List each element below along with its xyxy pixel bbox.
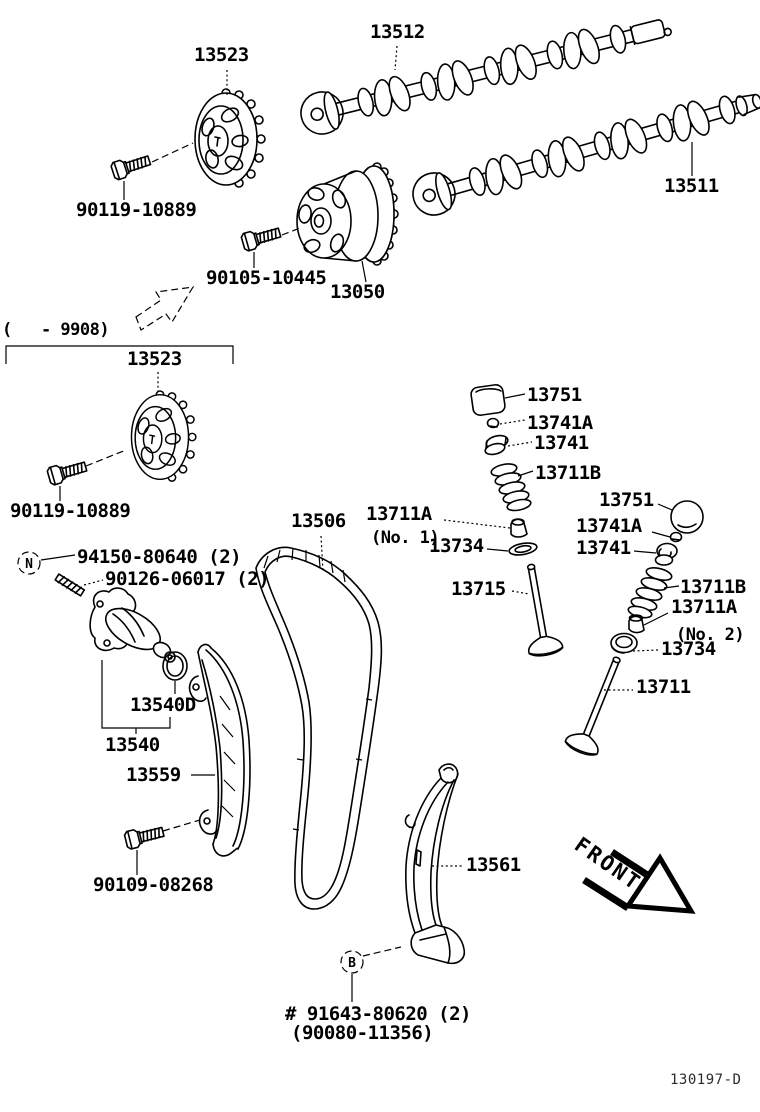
- part-label-13506: 13506: [291, 510, 346, 532]
- marker-n-letter: N: [25, 557, 33, 572]
- leader-13741-int: [507, 441, 533, 447]
- leader-13734-int: [486, 548, 509, 552]
- chain-guide-drawing: [188, 643, 251, 857]
- camshaft-no1-drawing: [407, 84, 760, 221]
- part-label-91643-80620: # 91643-80620 (2): [285, 1003, 471, 1025]
- part-label-13559: 13559: [126, 764, 181, 786]
- cam-sprocket-early-drawing: [130, 390, 197, 482]
- part-label-13751-int: 13751: [527, 384, 582, 406]
- leader-bolt-sprocket: [151, 142, 194, 163]
- leader-13711b-int: [517, 470, 534, 477]
- intake-valvetrain-drawing: [470, 384, 564, 657]
- leader-13715: [511, 590, 530, 595]
- stud-drawing: [54, 573, 86, 597]
- leader-13751-int: [504, 393, 526, 399]
- part-label-13540d: 13540D: [130, 694, 196, 716]
- part-label-13751-exh: 13751: [599, 489, 654, 511]
- part-label-13741a-int: 13741A: [527, 412, 593, 434]
- leader-13711b-exh: [663, 585, 680, 589]
- part-label-13561: 13561: [466, 854, 521, 876]
- early-bracket: [5, 345, 234, 364]
- chain-damper-drawing: [404, 763, 466, 965]
- note-no2: (No. 2): [676, 625, 745, 645]
- part-label-13715: 13715: [451, 578, 506, 600]
- leader-13751-exh: [657, 503, 673, 511]
- marker-b-circle: [340, 950, 364, 974]
- part-label-13741-exh: 13741: [576, 537, 631, 559]
- leader-13711a-no1: [443, 519, 511, 529]
- part-label-13523-early: 13523: [127, 348, 182, 370]
- camshaft-no2-drawing: [295, 13, 672, 140]
- leader-stud: [83, 579, 104, 586]
- part-label-13512: 13512: [370, 21, 425, 43]
- part-label-90080-11356: (90080-11356): [291, 1022, 434, 1044]
- oring-inner: [166, 655, 184, 677]
- part-label-13511: 13511: [664, 175, 719, 197]
- exhaust-valvetrain-drawing: [564, 500, 704, 756]
- sprocket-bolt-drawing: [109, 150, 153, 182]
- part-label-13741-int: 13741: [534, 432, 589, 454]
- part-label-90119-10889: 90119-10889: [76, 199, 197, 221]
- leader-bolt-gear: [281, 227, 301, 236]
- timing-chain-drawing: [255, 546, 383, 910]
- part-label-13734-exh: 13734: [661, 638, 716, 660]
- cam-sprocket-drawing: [194, 88, 266, 188]
- hollow-arrow: [135, 286, 195, 331]
- tensioner-drawing: [89, 587, 176, 663]
- leader-13711a-no2: [643, 612, 669, 626]
- leader-13512: [394, 45, 398, 71]
- part-label-13741a-exh: 13741A: [576, 515, 642, 537]
- part-label-90126-06017: 90126-06017 (2): [105, 568, 270, 590]
- doc-code: 130197-D: [670, 1072, 742, 1088]
- part-label-90109-08268: 90109-08268: [93, 874, 214, 896]
- leader-bolt-guide: [162, 819, 201, 832]
- leader-13734-exh: [632, 649, 659, 652]
- part-label-13734-int: 13734: [429, 535, 484, 557]
- note-early-range: ( - 9908): [2, 320, 110, 340]
- gear-bolt-drawing: [239, 223, 283, 253]
- leader-13506: [320, 535, 324, 573]
- part-label-13711a-no2: 13711A: [671, 596, 737, 618]
- marker-n-circle: [17, 551, 41, 575]
- part-label-90119-10889-early: 90119-10889: [10, 500, 131, 522]
- cam-timing-gear-drawing: [296, 162, 399, 266]
- leader-bolt-early: [85, 449, 127, 467]
- part-label-13711b-exh: 13711B: [680, 576, 746, 598]
- guide-bolt-drawing: [123, 822, 166, 851]
- sprocket-bolt-early-drawing: [45, 457, 89, 487]
- leader-13741-exh: [633, 550, 657, 554]
- part-label-13711: 13711: [636, 676, 691, 698]
- bracket-13540: [101, 660, 171, 734]
- part-label-13711a-no1: 13711A: [366, 503, 432, 525]
- leader-nut: [40, 554, 76, 561]
- part-label-13050: 13050: [330, 281, 385, 303]
- leader-13741a-exh: [651, 531, 671, 538]
- leader-b-damper: [362, 946, 402, 957]
- part-label-13523: 13523: [194, 44, 249, 66]
- front-arrow: [582, 849, 696, 914]
- leader-13050: [361, 260, 367, 283]
- part-label-94150-80640: 94150-80640 (2): [77, 546, 242, 568]
- part-label-13540: 13540: [105, 734, 160, 756]
- part-label-13711b-int: 13711B: [535, 462, 601, 484]
- part-label-90105-10445: 90105-10445: [206, 267, 327, 289]
- marker-b-letter: B: [348, 956, 356, 971]
- oring-drawing: [162, 651, 188, 681]
- note-no1: (No. 1): [371, 528, 440, 548]
- leader-13741a-int: [499, 419, 526, 425]
